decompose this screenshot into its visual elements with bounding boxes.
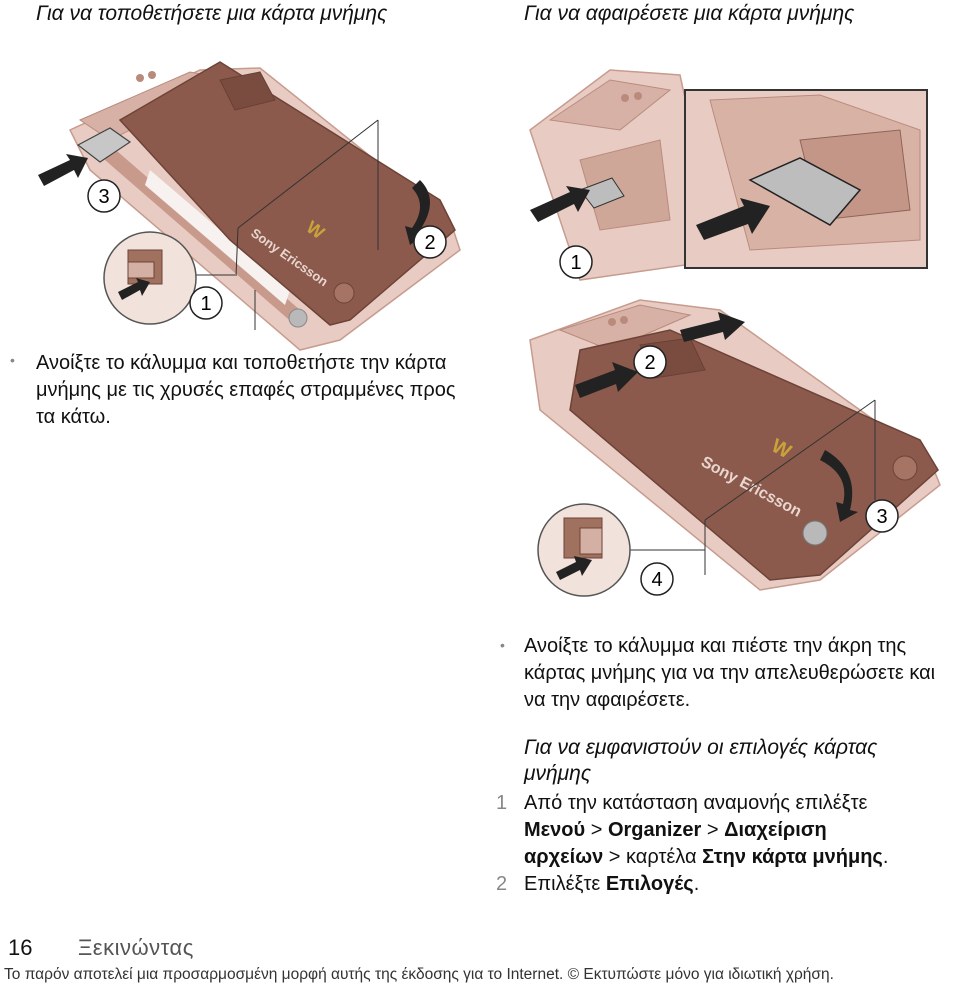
memory-card-zoom bbox=[748, 157, 862, 226]
tab-text: > καρτέλα bbox=[603, 846, 703, 868]
period: . bbox=[693, 873, 700, 895]
insert-instruction: Ανοίξτε το κάλυμμα και τοποθετήστε την κ… bbox=[36, 352, 456, 428]
page-number: 16 bbox=[8, 935, 33, 960]
bullet-icon-2: • bbox=[500, 637, 505, 653]
step-1-text: Από την κατάσταση αναμονής επιλέξτε Μενο… bbox=[524, 790, 954, 871]
options-term: Επιλογές bbox=[605, 873, 694, 895]
remove-callout-4: 4 bbox=[651, 569, 662, 591]
step-2-pre: Επιλέξτε bbox=[524, 873, 606, 895]
insert-arrow bbox=[38, 154, 88, 186]
step-2-number: 2 bbox=[496, 873, 508, 895]
period: . bbox=[882, 846, 889, 868]
remove-callout-2: 2 bbox=[644, 352, 655, 374]
remove-instruction: Ανοίξτε το κάλυμμα και πιέστε την άκρη τ… bbox=[524, 635, 936, 711]
file-manager-term-2: αρχείων bbox=[524, 846, 604, 868]
on-card-term: Στην κάρτα μνήμης bbox=[702, 846, 883, 868]
separator: > bbox=[701, 819, 725, 841]
options-heading: Για να εμφανιστούν οι επιλογές κάρτας μν… bbox=[524, 735, 877, 787]
insert-card-illustration: Sony Ericsson W 3 2 1 bbox=[38, 61, 461, 351]
options-heading-line2: μνήμης bbox=[524, 762, 592, 785]
disclaimer: Το παρόν αποτελεί μια προσαρμοσμένη μορφ… bbox=[4, 966, 834, 983]
insert-heading: Για να τοποθετήσετε μια κάρτα μνήμης bbox=[36, 2, 388, 25]
menu-term: Μενού bbox=[524, 819, 586, 841]
section-title: Ξεκινώντας bbox=[78, 935, 194, 960]
remove-card-illustration-top: 1 bbox=[529, 69, 928, 281]
organizer-term: Organizer bbox=[607, 819, 702, 841]
remove-card-illustration-bottom: Sony Ericsson W 2 3 4 bbox=[529, 299, 941, 597]
separator: > bbox=[585, 819, 608, 841]
step-1-pre: Από την κατάσταση αναμονής επιλέξτε bbox=[524, 792, 868, 814]
options-heading-line1: Για να εμφανιστούν οι επιλογές κάρτας bbox=[524, 736, 878, 759]
step-2-text: Επιλέξτε Επιλογές. bbox=[524, 871, 954, 898]
bullet-icon: • bbox=[10, 352, 15, 368]
remove-heading: Για να αφαιρέσετε μια κάρτα μνήμης bbox=[524, 2, 855, 25]
insert-callout-2: 2 bbox=[424, 232, 435, 254]
remove-callout-1: 1 bbox=[570, 252, 581, 274]
file-manager-term: Διαχείριση bbox=[724, 819, 827, 841]
step-1-number: 1 bbox=[496, 792, 508, 814]
memory-card bbox=[76, 127, 132, 163]
insert-callout-1: 1 bbox=[200, 293, 211, 315]
remove-callout-3: 3 bbox=[876, 506, 887, 528]
insert-callout-3: 3 bbox=[98, 186, 109, 208]
